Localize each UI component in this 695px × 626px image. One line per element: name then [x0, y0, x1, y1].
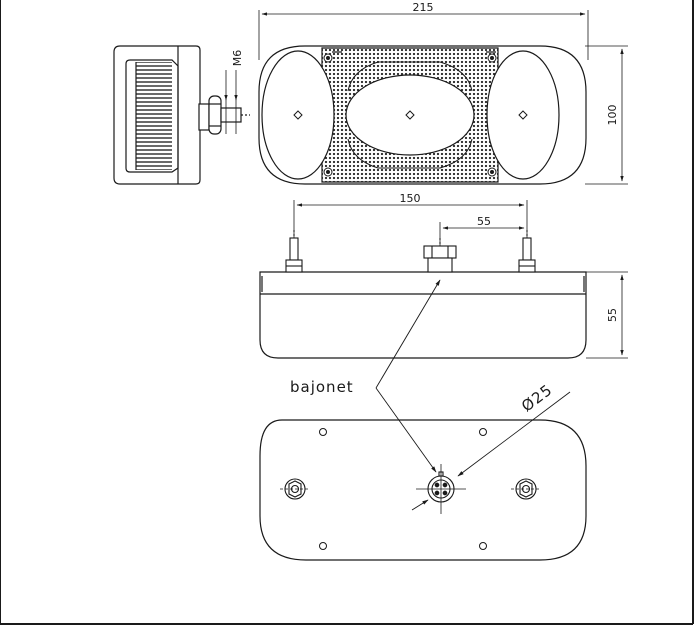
top-view-dimensions [293, 200, 628, 359]
lens-ribbing [136, 62, 172, 170]
front-view [258, 45, 587, 185]
callout-leaders [375, 279, 571, 511]
top-view-connector [423, 238, 457, 273]
lens-center-marks [293, 110, 528, 120]
back-view-left-mount [280, 478, 310, 500]
width-dimension-label: 215 [413, 1, 434, 14]
thread-dimension [224, 70, 238, 101]
side-bolt [198, 95, 250, 135]
thread-label: M6 [231, 50, 244, 67]
back-view-connector [416, 464, 466, 514]
front-view-dimensions [258, 10, 628, 185]
top-view [259, 271, 587, 359]
side-view [113, 45, 201, 185]
back-view-holes [319, 428, 487, 550]
top-view-right-bolt [518, 230, 536, 273]
center-lamp-lens [345, 74, 475, 156]
height-dimension-label: 100 [606, 105, 619, 126]
top-housing-outline [259, 271, 587, 359]
right-lamp-lens [486, 50, 560, 180]
offset-label: 55 [477, 215, 491, 228]
left-lamp-lens [261, 50, 335, 180]
back-view [259, 419, 587, 561]
front-view-screws [323, 53, 497, 177]
back-view-right-mount [511, 478, 541, 500]
bolt-spacing-label: 150 [400, 192, 421, 205]
bajonet-callout: bajonet [290, 378, 354, 396]
back-housing-outline [259, 419, 587, 561]
depth-dimension-label: 55 [606, 308, 619, 322]
diameter-label: Ø25 [518, 381, 556, 416]
top-view-left-bolt [285, 230, 303, 273]
